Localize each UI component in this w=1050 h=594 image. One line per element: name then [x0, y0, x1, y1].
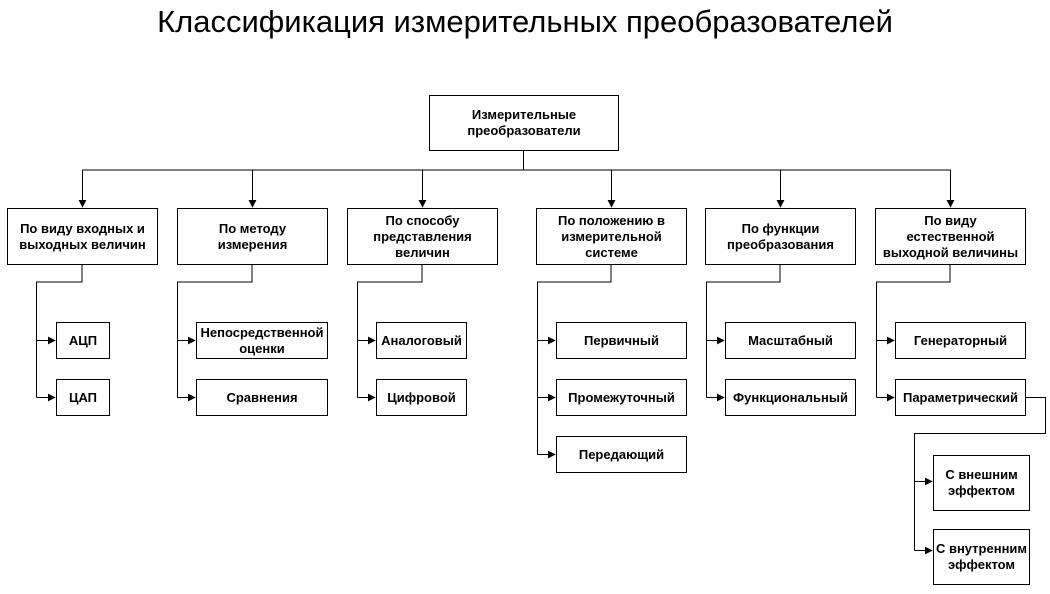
diagram-title: Классификация измерительных преобразоват… — [157, 4, 893, 39]
leaf-node: Передающий — [556, 436, 687, 473]
group-node-input-output: По виду входных и выходных величин — [7, 208, 158, 265]
group-node-position: По положению в измерительной системе — [536, 208, 687, 265]
leaf-node: Масштабный — [725, 322, 856, 359]
leaf-node: АЦП — [56, 322, 110, 359]
leaf-node: ЦАП — [56, 379, 110, 416]
leaf-node: Цифровой — [376, 379, 467, 416]
leaf-node: Аналоговый — [376, 322, 467, 359]
group-node-method: По методу измерения — [177, 208, 328, 265]
root-node: Измерительные преобразователи — [429, 95, 619, 151]
group-node-representation: По способу представления величин — [347, 208, 498, 265]
leaf-node: Первичный — [556, 322, 687, 359]
group-node-natural-output: По виду естественной выходной величины — [875, 208, 1026, 265]
leaf-node: Непосредственной оценки — [196, 322, 328, 359]
sub-leaf-node: С внутренним эффектом — [933, 529, 1030, 585]
leaf-node: Параметрический — [895, 379, 1026, 416]
group-node-function: По функции преобразования — [705, 208, 856, 265]
sub-leaf-node: С внешним эффектом — [933, 455, 1030, 511]
leaf-node: Промежуточный — [556, 379, 687, 416]
leaf-node: Сравнения — [196, 379, 328, 416]
leaf-node: Генераторный — [895, 322, 1026, 359]
leaf-node: Функциональный — [725, 379, 856, 416]
